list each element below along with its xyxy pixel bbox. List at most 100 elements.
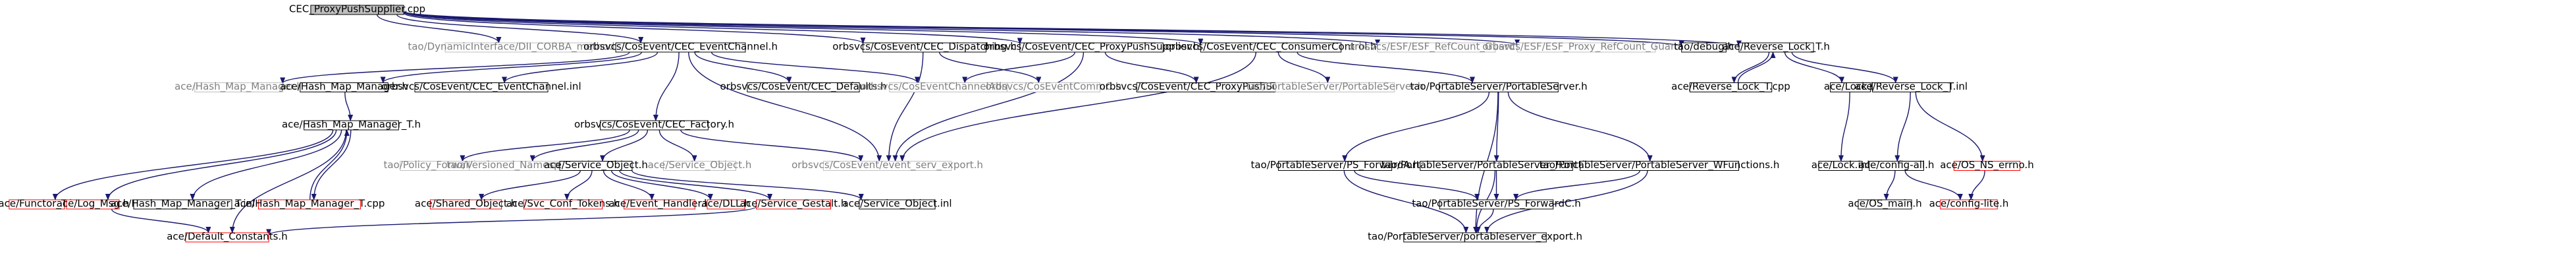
node-box[interactable] [304, 120, 399, 131]
node-box[interactable] [1439, 199, 1554, 210]
node-box[interactable] [859, 199, 936, 210]
node-ps_functions[interactable]: tao/PortableServer/PortableServer_Functi… [1382, 159, 1612, 171]
node-hash_ext[interactable]: ace/Hash_Map_Manager.h [174, 80, 303, 93]
node-service_obj_ext[interactable]: ace/Service_Object.h [648, 159, 752, 171]
node-log_msg[interactable]: ace/Log_Msg.h [57, 197, 130, 210]
node-box[interactable] [1871, 82, 1951, 92]
node-box[interactable] [444, 42, 593, 53]
node-box[interactable] [66, 199, 120, 210]
node-box[interactable] [300, 82, 389, 92]
node-box[interactable] [863, 42, 986, 53]
node-box[interactable] [185, 232, 269, 243]
node-box[interactable] [523, 199, 603, 210]
node-ps_forwarda[interactable]: tao/PortableServer/PS_ForwardA.h [1250, 159, 1419, 171]
node-box[interactable] [1869, 161, 1924, 171]
node-root[interactable]: CEC_ProxyPushSupplier.cpp [289, 3, 425, 15]
node-debug[interactable]: tao/debug.h [1674, 40, 1734, 53]
node-box[interactable] [429, 199, 502, 210]
node-hash_t[interactable]: ace/Hash_Map_Manager_T.h [282, 118, 421, 131]
node-cec_channel[interactable]: orbsvcs/CosEvent/CEC_EventChannel.h [583, 40, 778, 53]
node-serv_export[interactable]: orbsvcs/CosEvent/event_serv_export.h [792, 159, 983, 171]
node-hash_t_inl[interactable]: ace/Hash_Map_Manager_T.inl [111, 197, 255, 210]
node-shared_obj[interactable]: ace/Shared_Object.h [415, 197, 517, 210]
node-box[interactable] [258, 199, 361, 210]
node-portable[interactable]: tao/PortableServer/PortableServer.h [1410, 80, 1588, 92]
node-dll[interactable]: ace/DLL.h [701, 197, 751, 210]
node-box[interactable] [1689, 82, 1773, 92]
node-box[interactable] [1200, 42, 1342, 53]
node-esf_guard[interactable]: orbsvcs/ESF/ESF_RefCount_Guard.h [1349, 40, 1524, 53]
node-functor[interactable]: ace/Functor_T.h [0, 197, 76, 210]
node-box[interactable] [1818, 161, 1863, 171]
node-ps_export[interactable]: tao/PortableServer/portableserver_export… [1368, 230, 1582, 243]
node-policy[interactable]: tao/Policy_ForwardC.h [383, 159, 492, 171]
node-config_lite[interactable]: ace/config-lite.h [1929, 197, 2009, 210]
node-box[interactable] [1940, 199, 1998, 210]
node-box[interactable] [1738, 42, 1814, 53]
node-service_obj[interactable]: ace/Service_Object.h [544, 159, 648, 171]
node-commc[interactable]: orbsvcs/CosEventCommC.h [986, 80, 1122, 92]
node-box[interactable] [414, 82, 549, 92]
node-box[interactable] [1277, 161, 1393, 171]
node-cec_consumer[interactable]: orbsvcs/CosEvent/CEC_ConsumerControl.h [1165, 40, 1376, 53]
node-reverse_cpp[interactable]: ace/Reverse_Lock_T.cpp [1671, 80, 1790, 93]
node-box[interactable] [559, 161, 633, 171]
node-box[interactable] [1953, 161, 2021, 171]
node-dii[interactable]: tao/DynamicInterface/DII_CORBA_methods.h [408, 40, 629, 53]
node-box[interactable] [1580, 161, 1739, 171]
node-portable_ext[interactable]: tao/PortableServer/PortableServer.h [1247, 80, 1424, 92]
node-box[interactable] [310, 5, 404, 15]
node-reverse_lock[interactable]: ace/Reverse_Lock_T.h [1723, 40, 1830, 53]
node-box[interactable] [747, 82, 860, 92]
node-box[interactable] [1007, 82, 1100, 92]
node-admin[interactable]: orbsvcs/CosEventChannelAdminS.h [861, 80, 1036, 92]
node-os_ns_errno[interactable]: ace/OS_NS_errno.h [1940, 159, 2034, 171]
node-box[interactable] [1019, 42, 1164, 53]
node-box[interactable] [1439, 82, 1559, 92]
node-cec_channel_inl[interactable]: orbsvcs/CosEvent/CEC_EventChannel.inl [381, 80, 581, 93]
edge-cec_channel-to-hash_mgr [380, 51, 643, 84]
node-box[interactable] [707, 199, 745, 210]
node-cec_defaults[interactable]: orbsvcs/CosEvent/CEC_Defaults.h [720, 80, 887, 93]
node-cec_dispatching[interactable]: orbsvcs/CosEvent/CEC_Dispatching.h [832, 40, 1016, 53]
node-default_constants[interactable]: ace/Default_Constants.h [167, 230, 288, 243]
node-box[interactable] [1858, 199, 1912, 210]
node-box[interactable] [1403, 232, 1547, 243]
node-os_main[interactable]: ace/OS_main.h [1848, 197, 1921, 210]
node-ps_wfunctions[interactable]: tao/PortableServer/PortableServer_WFunct… [1540, 159, 1780, 171]
node-box[interactable] [1377, 42, 1496, 53]
node-box[interactable] [822, 161, 952, 171]
node-lock_h[interactable]: ace/Lock.h [1824, 80, 1877, 92]
node-service_obj_inl[interactable]: ace/Service_Object.inl [842, 197, 952, 210]
node-versioned[interactable]: tao/Versioned_Namespace.h [446, 159, 587, 171]
node-service_gestalt[interactable]: ace/Service_Gestalt.h [740, 197, 847, 210]
node-box[interactable] [1420, 161, 1573, 171]
node-box[interactable] [194, 82, 283, 92]
node-label: ace/Hash_Map_Manager_T.cpp [234, 197, 385, 210]
node-lock_inl[interactable]: ace/Lock.inl [1811, 159, 1870, 171]
node-label: ace/Service_Gestalt.h [740, 197, 847, 210]
node-cec_proxypush[interactable]: orbsvcs/CosEvent/CEC_ProxyPushSupplier.h [984, 40, 1200, 53]
node-box[interactable] [1830, 82, 1871, 92]
node-box[interactable] [663, 161, 736, 171]
node-box[interactable] [624, 199, 695, 210]
node-event_handler[interactable]: ace/Event_Handler.h [608, 197, 710, 210]
node-box[interactable] [133, 199, 232, 210]
node-reverse_inl[interactable]: ace/Reverse_Lock_T.inl [1855, 80, 1968, 93]
node-proxypush_inl[interactable]: orbsvcs/CosEvent/CEC_ProxyPushSupplier.i… [1100, 80, 1321, 93]
node-box[interactable] [615, 42, 746, 53]
node-box[interactable] [1516, 42, 1656, 53]
node-box[interactable] [1275, 82, 1395, 92]
node-label: tao/PortableServer/PortableServer.h [1247, 80, 1424, 92]
node-svc_conf[interactable]: ace/Svc_Conf_Tokens.h [506, 197, 620, 210]
node-box[interactable] [600, 120, 709, 131]
node-cec_factory[interactable]: orbsvcs/CosEvent/CEC_Factory.h [574, 118, 734, 131]
node-box[interactable] [1681, 42, 1727, 53]
node-hash_mgr[interactable]: ace/Hash_Map_Manager.h [280, 80, 408, 93]
node-box[interactable] [9, 199, 65, 210]
node-ps_forwardc[interactable]: tao/PortableServer/PS_ForwardC.h [1412, 197, 1581, 210]
node-config_all[interactable]: ace/config-all.h [1859, 159, 1935, 171]
node-hash_t_cpp[interactable]: ace/Hash_Map_Manager_T.cpp [234, 197, 385, 210]
node-esf_proxy[interactable]: orbsvcs/ESF/ESF_Proxy_RefCount_Guard.h [1482, 40, 1690, 53]
node-box[interactable] [755, 199, 832, 210]
